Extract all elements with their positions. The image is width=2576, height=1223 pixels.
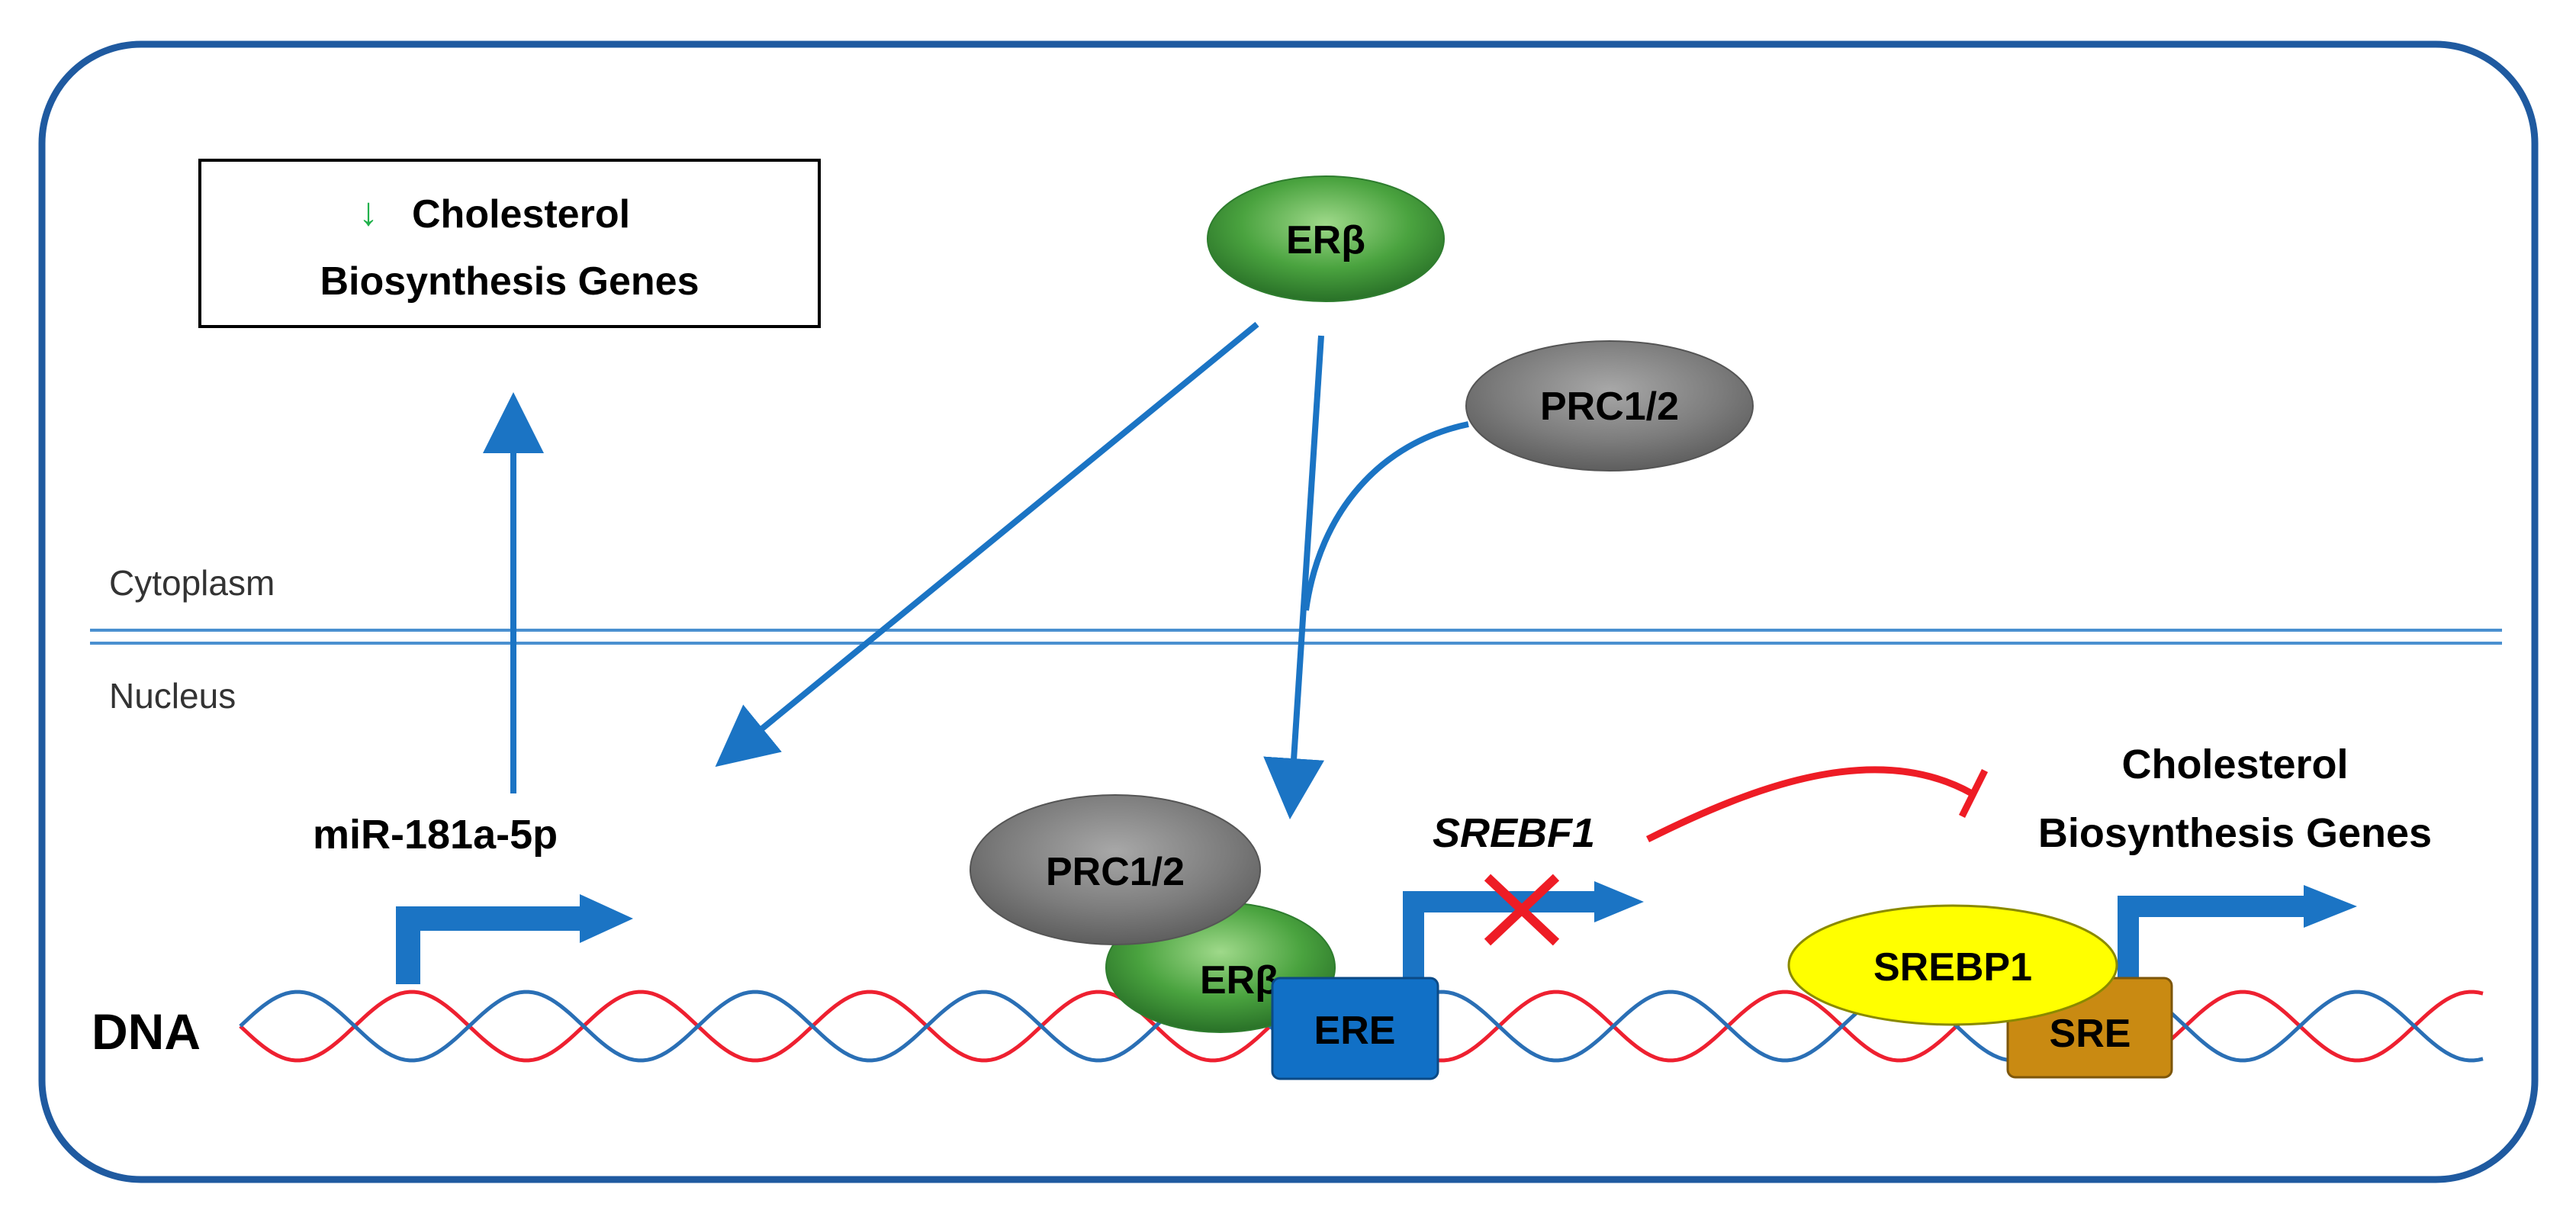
- target-genes-line1: Cholesterol: [2121, 742, 2348, 787]
- ere-label: ERE: [1314, 1009, 1396, 1053]
- prc-top-label: PRC1/2: [1540, 385, 1679, 429]
- erbeta-to-dna-arrow: [1263, 335, 1325, 819]
- dna-label: DNA: [92, 1003, 201, 1060]
- erbeta-dna-label: ERβ: [1200, 958, 1279, 1003]
- erbeta-to-mirna-arrow: [715, 321, 1259, 768]
- output-box-line1: Cholesterol: [412, 192, 630, 237]
- nuclear-membrane: [90, 629, 2502, 645]
- sre-label: SRE: [2050, 1012, 2131, 1056]
- prc-top-protein: PRC1/2: [1465, 340, 1754, 471]
- srebf1-inhibition-arc: [1645, 766, 1974, 843]
- output-box-line2: Biosynthesis Genes: [320, 259, 699, 304]
- prc-dna-protein: PRC1/2: [970, 794, 1261, 945]
- output-box: ↓ Cholesterol Biosynthesis Genes: [198, 159, 821, 328]
- inhibition-bar: [1958, 768, 1989, 819]
- cytoplasm-label: Cytoplasm: [109, 563, 275, 603]
- srebf1-gene-label: SREBF1: [1433, 810, 1595, 856]
- erbeta-top-label: ERβ: [1286, 218, 1365, 262]
- x-mark-icon: [1484, 874, 1560, 946]
- target-promoter-arrow: [2118, 885, 2357, 992]
- cell-frame: [38, 40, 2539, 1183]
- srebp1-label: SREBP1: [1873, 945, 2032, 990]
- ere-element: ERE: [1271, 977, 1439, 1080]
- erbeta-top-protein: ERβ: [1207, 175, 1445, 302]
- prc-dna-label: PRC1/2: [1046, 850, 1185, 894]
- srebp1-protein: SREBP1: [1787, 904, 2118, 1026]
- mirna-gene-label: miR-181a-5p: [313, 812, 558, 858]
- mirna-promoter-arrow: [396, 894, 633, 984]
- prc-joining-curve: [1303, 421, 1469, 611]
- srebf1-promoter-arrow: [1403, 881, 1644, 984]
- target-genes-line2: Biosynthesis Genes: [2038, 810, 2432, 856]
- nucleus-label: Nucleus: [109, 676, 236, 716]
- down-arrow-icon: ↓: [359, 190, 378, 234]
